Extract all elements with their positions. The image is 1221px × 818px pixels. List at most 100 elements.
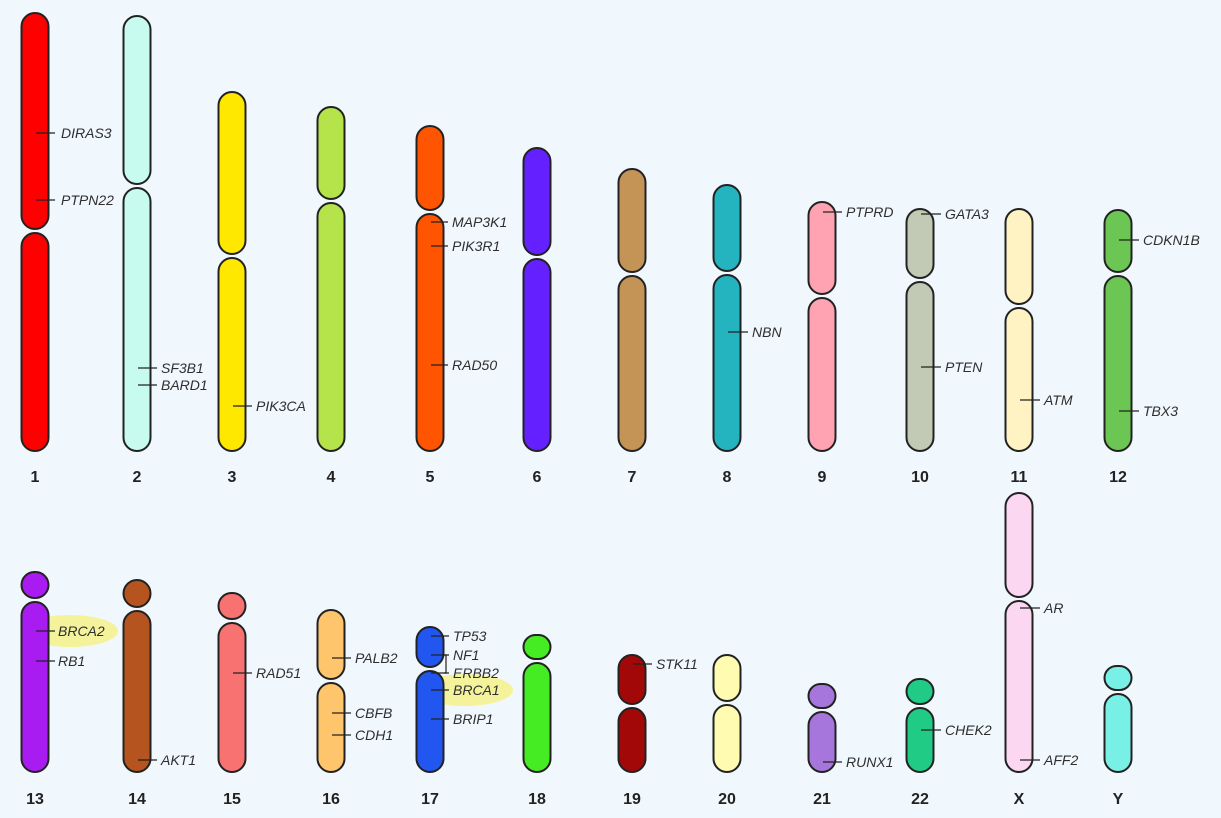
chromosome-4-q-arm [318, 203, 345, 451]
chromosome-16-p-arm [318, 610, 345, 679]
gene-label-ptprd: PTPRD [846, 204, 893, 220]
chromosome-21-p-arm [809, 684, 836, 708]
gene-label-stk11: STK11 [656, 656, 698, 672]
chromosome-y: Y [1105, 666, 1132, 808]
gene-label-ar: AR [1043, 600, 1063, 616]
chromosome-12-p-arm [1105, 210, 1132, 272]
chromosome-19-p-arm [619, 655, 646, 704]
chromosome-number-3: 3 [228, 469, 237, 486]
chromosome-19-q-arm [619, 708, 646, 772]
chromosome-6: 6 [524, 148, 551, 486]
chromosome-8-p-arm [714, 185, 741, 271]
chromosome-number-12: 12 [1109, 469, 1127, 486]
chromosome-number-20: 20 [718, 791, 736, 808]
chromosome-number-21: 21 [813, 791, 831, 808]
chromosome-20-p-arm [714, 655, 741, 701]
chromosome-x: X AR AFF2 [1006, 493, 1079, 808]
chromosome-1-p-arm [22, 13, 49, 229]
chromosome-number-9: 9 [818, 469, 827, 486]
chromosome-4-p-arm [318, 107, 345, 199]
chromosome-3-q-arm [219, 258, 246, 451]
gene-label-pik3ca: PIK3CA [256, 398, 306, 414]
chromosome-7-q-arm [619, 276, 646, 451]
chromosome-5-p-arm [417, 126, 444, 210]
gene-label-rb1: RB1 [58, 653, 85, 669]
gene-label-cbfb: CBFB [355, 705, 392, 721]
chromosome-16-q-arm [318, 683, 345, 772]
chromosome-13-p-arm [22, 572, 49, 598]
chromosome-number-7: 7 [628, 469, 637, 486]
chromosome-11-p-arm [1006, 209, 1033, 304]
chromosome-number-16: 16 [322, 791, 340, 808]
chromosome-18-q-arm [524, 663, 551, 772]
gene-label-akt1: AKT1 [160, 752, 196, 768]
chromosome-7: 7 [619, 169, 646, 486]
gene-label-palb2: PALB2 [355, 650, 398, 666]
chromosome-13-q-arm [22, 602, 49, 772]
chromosome-number-x: X [1014, 791, 1025, 808]
gene-label-chek2: CHEK2 [945, 722, 992, 738]
chromosome-9-q-arm [809, 298, 836, 451]
chromosome-x-p-arm [1006, 493, 1033, 597]
gene-label-brca1: BRCA1 [453, 682, 500, 698]
chromosome-9: 9 PTPRD [809, 202, 894, 486]
gene-label-pik3r1: PIK3R1 [452, 238, 500, 254]
chromosome-14-p-arm [124, 580, 151, 607]
gene-label-rad50: RAD50 [452, 357, 497, 373]
chromosome-number-6: 6 [533, 469, 542, 486]
gene-label-diras3: DIRAS3 [61, 125, 112, 141]
chromosome-22-q-arm [907, 708, 934, 772]
gene-label-aff2: AFF2 [1043, 752, 1078, 768]
chromosome-2-q-arm [124, 188, 151, 451]
chromosome-18-p-arm [524, 635, 551, 659]
chromosome-number-8: 8 [723, 469, 732, 486]
gene-label-pten: PTEN [945, 359, 983, 375]
chromosome-8-q-arm [714, 275, 741, 451]
chromosome-7-p-arm [619, 169, 646, 272]
chromosome-21-q-arm [809, 712, 836, 772]
chromosome-number-18: 18 [528, 791, 546, 808]
chromosome-17-q-arm [417, 671, 444, 772]
chromosome-15-q-arm [219, 623, 246, 772]
gene-label-ptpn22: PTPN22 [61, 192, 114, 208]
chromosome-11-q-arm [1006, 308, 1033, 451]
gene-label-cdkn1b: CDKN1B [1143, 232, 1200, 248]
chromosome-y-q-arm [1105, 694, 1132, 772]
gene-label-erbb2: ERBB2 [453, 665, 499, 681]
gene-label-rad51: RAD51 [256, 665, 301, 681]
chromosome-20-q-arm [714, 705, 741, 772]
chromosome-18: 18 [524, 635, 551, 808]
chromosome-15: 15 RAD51 [219, 593, 302, 808]
chromosome-number-1: 1 [31, 469, 40, 486]
gene-label-sf3b1: SF3B1 [161, 360, 204, 376]
chromosome-2-p-arm [124, 16, 151, 184]
gene-label-bard1: BARD1 [161, 377, 208, 393]
chromosome-8: 8 NBN [714, 185, 783, 486]
chromosome-number-15: 15 [223, 791, 241, 808]
chromosome-12: 12 CDKN1B TBX3 [1105, 210, 1200, 486]
gene-label-tbx3: TBX3 [1143, 403, 1178, 419]
chromosome-number-10: 10 [911, 469, 929, 486]
gene-label-tp53: TP53 [453, 628, 487, 644]
nf1-erbb2-bracket [444, 655, 446, 673]
chromosome-y-p-arm [1105, 666, 1132, 690]
chromosome-4: 4 [318, 107, 345, 486]
chromosome-20: 20 [714, 655, 741, 808]
chromosome-x-q-arm [1006, 601, 1033, 772]
gene-label-nbn: NBN [752, 324, 782, 340]
chromosome-6-p-arm [524, 148, 551, 255]
chromosome-10-p-arm [907, 209, 934, 278]
gene-label-cdh1: CDH1 [355, 727, 393, 743]
